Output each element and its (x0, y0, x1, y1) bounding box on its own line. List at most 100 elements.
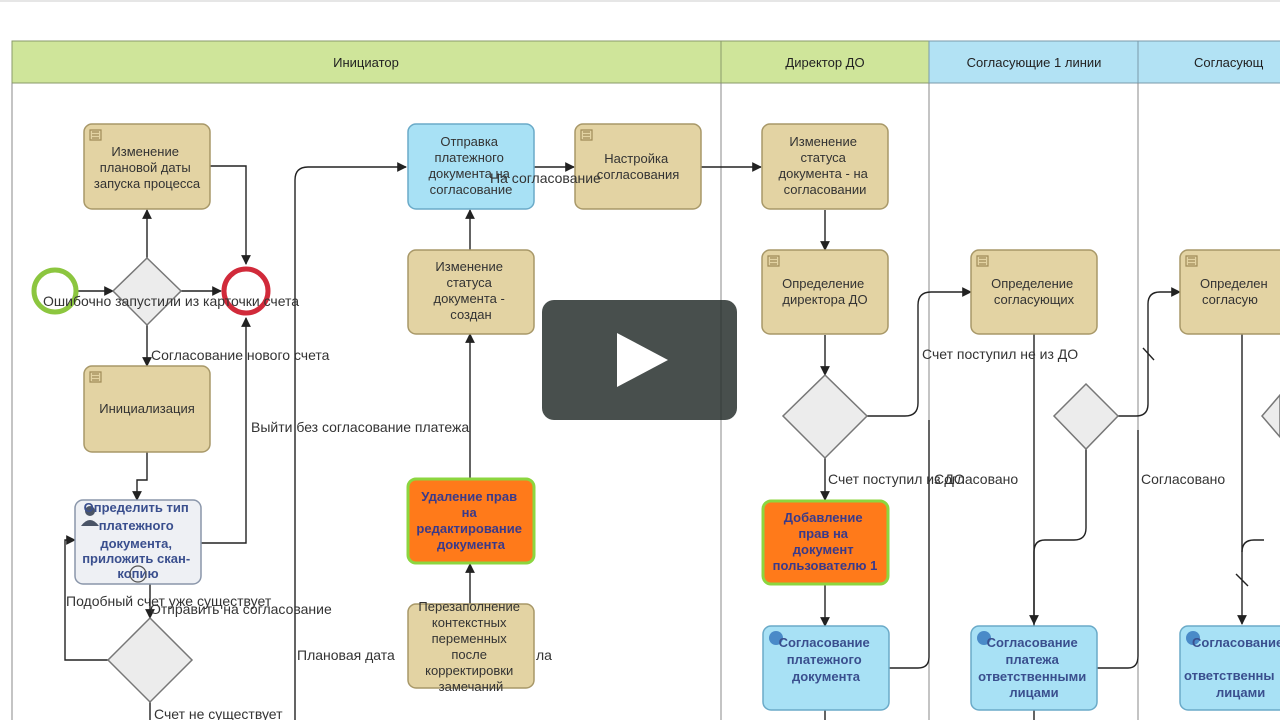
task-text: согласую (1202, 292, 1258, 307)
task-text: документ (793, 542, 854, 557)
edge-label: ла (536, 647, 552, 663)
task-text: платежа (1006, 652, 1060, 667)
edge-labels: Ошибочно запустили из карточки счета Сог… (43, 170, 1225, 720)
task-text: на (462, 505, 478, 520)
user-icon (81, 506, 99, 526)
task-settings[interactable]: Настройка согласования (574, 123, 702, 210)
svg-text:Изменение статуса: Изменение статуса документа - на согласо… (779, 134, 872, 197)
task-text: согласующих (994, 292, 1075, 307)
task-text: Инициализация (99, 401, 195, 416)
user-task-icon (769, 631, 783, 645)
task-text: создан (450, 307, 491, 322)
edge-label: Согласовано (1141, 471, 1225, 487)
svg-text:Добавление прав на: Добавление прав на документ пользователю… (773, 510, 878, 573)
task-text: директора ДО (782, 292, 867, 307)
edge-label: Согласовано (934, 471, 1018, 487)
edge-label: Плановая дата (297, 647, 395, 663)
gateway-director[interactable] (781, 373, 869, 460)
task-approve-doc[interactable]: Согласование платежного документа (762, 625, 890, 711)
task-text: лицами (1216, 685, 1265, 700)
task-text: Изменение (789, 134, 857, 149)
gateway-approvers-2[interactable] (1261, 393, 1280, 439)
task-text: после (451, 647, 487, 662)
task-text: Согласование (779, 635, 870, 650)
play-icon (617, 333, 668, 387)
user-task-icon (1186, 631, 1200, 645)
task-text: статуса (800, 150, 846, 165)
task-text: статуса (446, 275, 492, 290)
edge-label: Согласование нового счета (151, 347, 330, 363)
lane-title: Согласующие 1 линии (967, 55, 1102, 70)
svg-text:Отправка платежного: Отправка платежного документа на согласо… (428, 134, 513, 197)
svg-text:Согласование платежного: Согласование платежного документа (779, 635, 874, 684)
task-text: Согласование (987, 635, 1078, 650)
task-text: документа, (100, 536, 172, 551)
task-text: переменных (432, 631, 508, 646)
gateway-approvers[interactable] (1052, 382, 1120, 451)
task-approve-resp-2[interactable]: Согласование ответственны лицами (1179, 625, 1280, 711)
task-text: Определение (991, 276, 1073, 291)
task-text: Определить тип (84, 500, 189, 515)
svg-text:Согласование платежа: Согласование платежа ответственными лица… (978, 635, 1090, 700)
lane-title: Согласующ (1194, 55, 1264, 70)
lane-header-approvers-1: Согласующие 1 линии (928, 40, 1139, 84)
svg-text:Определение согласующих: Определение согласующих (991, 276, 1077, 307)
edge-label: На согласование (490, 170, 601, 186)
svg-text:Изменение плановой даты: Изменение плановой даты запуска процесса (94, 144, 201, 191)
task-text: документа - на (779, 166, 869, 181)
task-text: Изменение (435, 259, 503, 274)
task-text: Согласование (1192, 635, 1280, 650)
timer-icon (129, 565, 147, 583)
svg-text:Изменение статуса: Изменение статуса документа - создан (434, 259, 509, 322)
task-define-type[interactable]: Определить тип платежного документа, при… (74, 499, 202, 585)
task-text: корректировки (425, 663, 513, 678)
task-status-created[interactable]: Изменение статуса документа - создан (407, 249, 535, 335)
start-event[interactable] (31, 267, 79, 315)
task-text: редактирование (416, 521, 522, 536)
task-text: Перезаполнение (418, 599, 520, 614)
gateway-2[interactable] (106, 616, 194, 704)
edge-label: Подобный счет уже существует (66, 593, 272, 609)
task-text: согласовании (784, 182, 867, 197)
svg-text:Определить тип платежног: Определить тип платежного документа, при… (82, 500, 194, 581)
task-text: документа - (434, 291, 505, 306)
edges (64, 162, 1264, 720)
end-event[interactable] (221, 266, 271, 316)
task-text: запуска процесса (94, 176, 201, 191)
task-text: платежного (435, 150, 504, 165)
task-add-rights[interactable]: Добавление прав на документ пользователю… (761, 499, 890, 586)
svg-text:Перезаполнение контекстн: Перезаполнение контекстных переменных по… (418, 599, 523, 694)
task-delete-rights[interactable]: Удаление прав на редактирование документ… (406, 477, 536, 565)
svg-text:Согласование ответственн: Согласование ответственны лицами (1184, 635, 1280, 700)
task-send-doc[interactable]: Отправка платежного документа на согласо… (407, 123, 535, 210)
task-text: Удаление прав (421, 489, 517, 504)
svg-text:Инициализация: Инициализация (99, 401, 195, 416)
task-text: Настройка (604, 151, 669, 166)
task-refill[interactable]: Перезаполнение контекстных переменных по… (407, 599, 535, 694)
task-text: платежного (99, 518, 174, 533)
task-define-approvers-2[interactable]: Определен согласую (1179, 249, 1280, 335)
user-task-icon (977, 631, 991, 645)
lane-title: Директор ДО (785, 55, 864, 70)
task-status-approval[interactable]: Изменение статуса документа - на согласо… (761, 123, 889, 210)
edge-label: Отправить на согласование (150, 601, 332, 617)
task-text: ответственны (1184, 668, 1275, 683)
task-approve-resp[interactable]: Согласование платежа ответственными лица… (970, 625, 1098, 711)
task-change-date[interactable]: Изменение плановой даты запуска процесса (83, 123, 211, 210)
task-text: прав на (798, 526, 848, 541)
svg-text:Настройка согласования: Настройка согласования (597, 151, 680, 182)
task-init[interactable]: Инициализация (83, 365, 211, 453)
task-define-director[interactable]: Определение директора ДО (761, 249, 889, 335)
task-text: копию (117, 566, 158, 581)
svg-text:Определен согласую: Определен согласую (1200, 276, 1271, 307)
edge-label: Счет поступил из ДО (828, 471, 965, 487)
gateway-1[interactable] (111, 256, 183, 327)
task-text: приложить скан- (82, 551, 190, 566)
task-text: согласование (430, 182, 513, 197)
task-text: согласования (597, 167, 680, 182)
play-button[interactable] (542, 300, 737, 420)
task-text: документа (792, 669, 861, 684)
task-text: контекстных (432, 615, 507, 630)
task-text: Отправка (440, 134, 498, 149)
task-define-approvers[interactable]: Определение согласующих (970, 249, 1098, 335)
